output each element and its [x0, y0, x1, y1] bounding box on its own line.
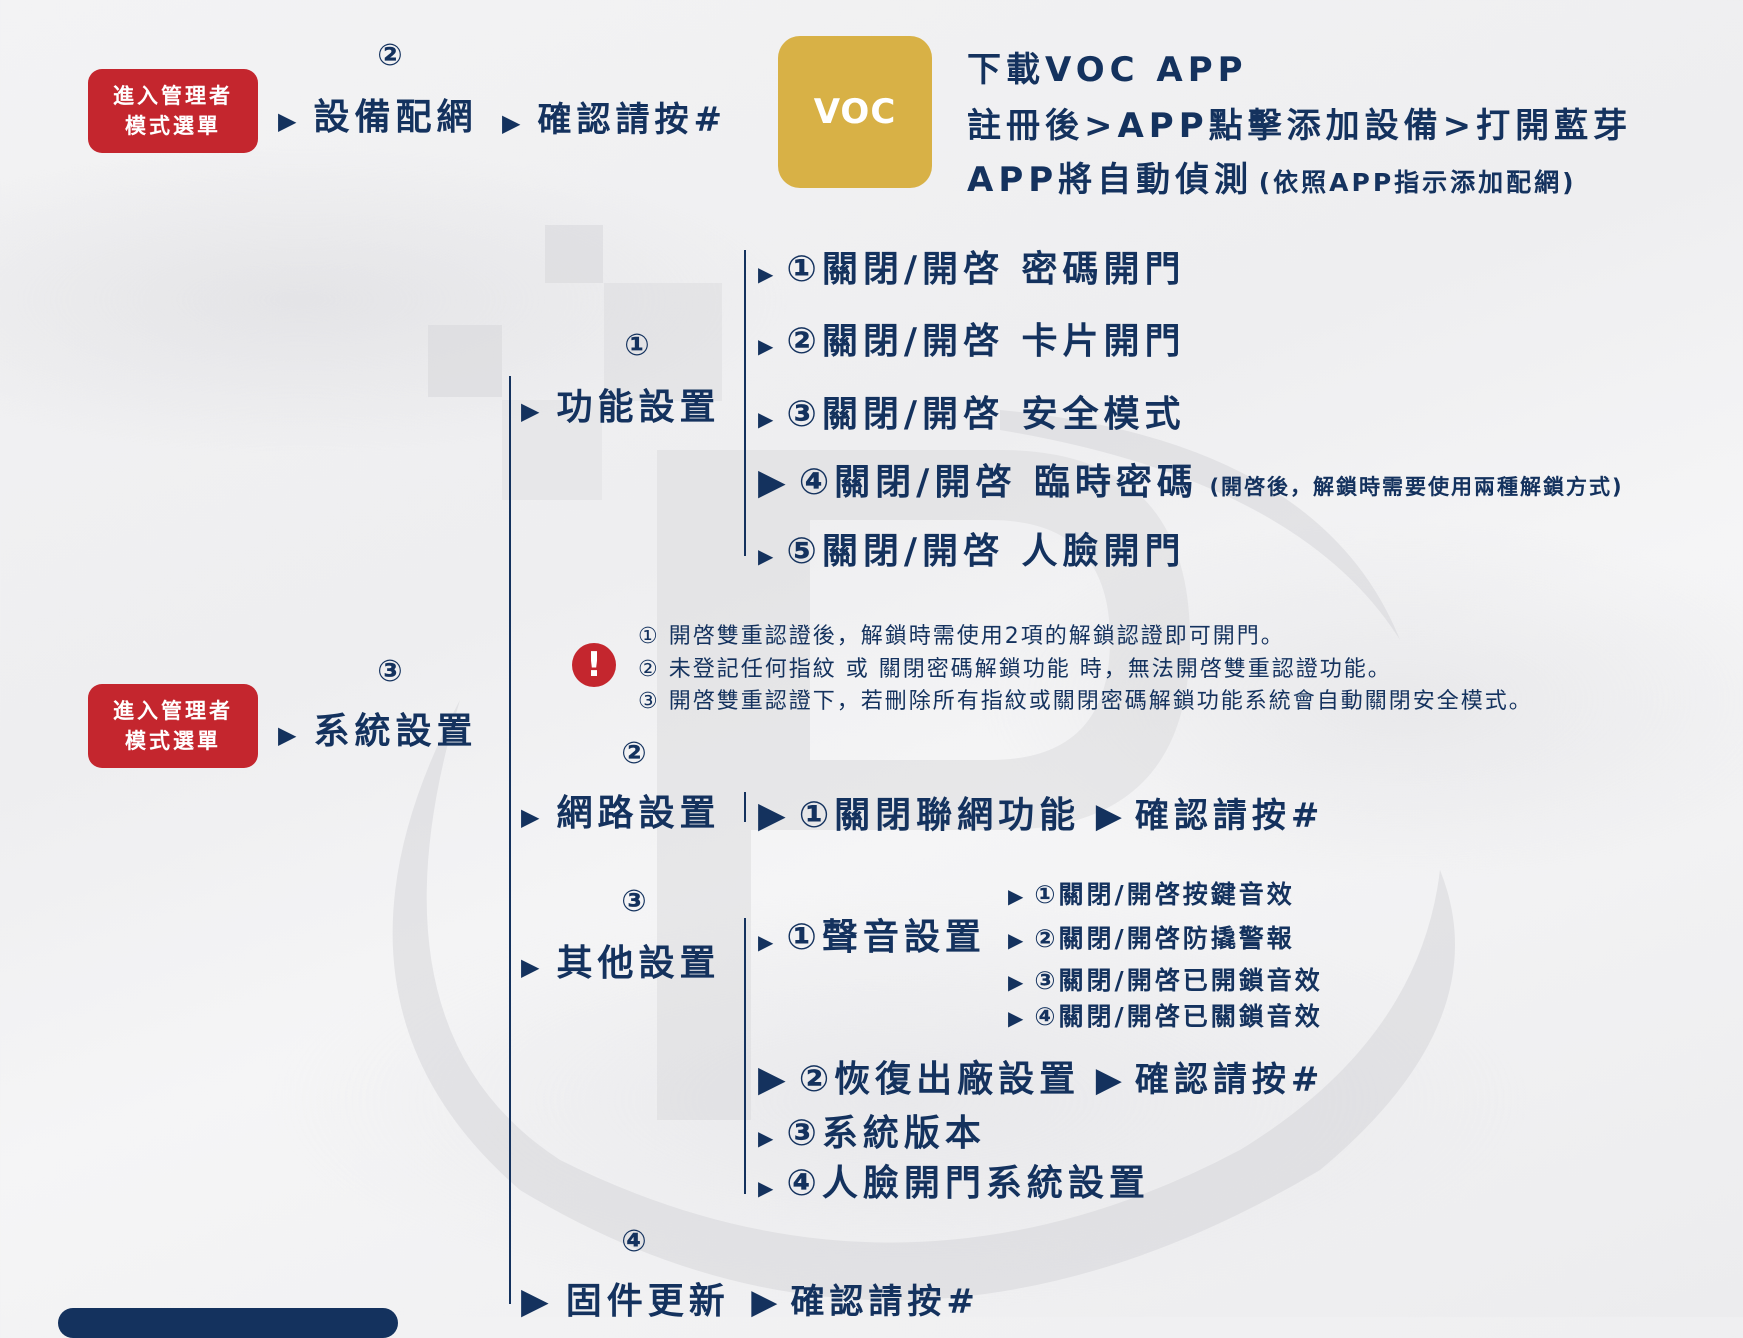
- face-system-item: ▶ ④人臉開門系統設置: [758, 1154, 1150, 1206]
- sound-item-label: ②關閉/開啓防撬警報: [1034, 924, 1295, 953]
- function-item-label: ④關閉/開啓 臨時密碼: [798, 462, 1198, 503]
- step-number: ④: [621, 1224, 647, 1259]
- arrow-right-icon: ▶: [758, 1176, 779, 1200]
- voc-app-icon: VOC: [778, 36, 932, 188]
- badge-line-1: 進入管理者: [113, 84, 233, 108]
- arrow-right-icon: ▶: [758, 334, 779, 358]
- app-line-3-text: APP將自動偵測: [967, 160, 1254, 200]
- device-network-item: ▶ 設備配網: [278, 88, 477, 140]
- arrow-right-icon: ▶: [1095, 1060, 1127, 1100]
- factory-reset-label: ②恢復出廠設置: [798, 1059, 1081, 1100]
- other-settings-label: 其他設置: [556, 943, 721, 984]
- sound-item-label: ③關閉/開啓已開鎖音效: [1034, 966, 1323, 995]
- function-item: ▶ ②關閉/開啓 卡片開門: [758, 312, 1186, 364]
- function-item: ▶ ⑤關閉/開啓 人臉開門: [758, 522, 1186, 574]
- tree-line-other: [744, 918, 746, 1194]
- network-item-label: ①關閉聯網功能: [798, 795, 1081, 836]
- system-settings-item: ▶ 系統設置: [278, 702, 477, 754]
- arrow-right-icon: ▶: [758, 407, 779, 431]
- arrow-right-icon: ▶: [758, 1059, 791, 1100]
- function-item-label: ⑤關閉/開啓 人臉開門: [786, 531, 1186, 572]
- sound-settings-item: ▶ ①聲音設置: [758, 908, 986, 960]
- arrow-right-icon: ▶: [521, 803, 545, 831]
- arrow-right-icon: ▶: [1095, 796, 1127, 836]
- arrow-right-icon: ▶: [502, 109, 526, 137]
- warning-line: ③ 開啓雙重認證下，若刪除所有指紋或關閉密碼解鎖功能系統會自動關閉安全模式。: [638, 689, 1533, 714]
- arrow-right-icon: ▶: [758, 1126, 779, 1150]
- step-number: ①: [624, 328, 650, 363]
- function-settings-label: 功能設置: [556, 387, 721, 428]
- step-number: ②: [621, 736, 647, 771]
- arrow-right-icon: ▶: [521, 397, 545, 425]
- function-item-note: (開啓後，解鎖時需要使用兩種解鎖方式): [1209, 475, 1624, 499]
- arrow-right-icon: ▶: [278, 107, 302, 135]
- confirm-label: 確認請按#: [790, 1282, 980, 1322]
- arrow-right-icon: ▶: [1008, 928, 1027, 952]
- sound-item: ▶ ③關閉/開啓已開鎖音效: [1008, 961, 1323, 997]
- step-number: ②: [377, 38, 403, 73]
- arrow-right-icon: ▶: [758, 930, 779, 954]
- arrow-right-icon: ▶: [1008, 970, 1027, 994]
- factory-reset-item: ▶②恢復出廠設置 ▶確認請按#: [758, 1050, 1324, 1102]
- other-settings-item: ▶ 其他設置: [521, 934, 720, 986]
- firmware-update-item: ▶固件更新 ▶確認請按#: [521, 1272, 980, 1324]
- arrow-right-icon: ▶: [758, 462, 791, 503]
- network-item: ▶①關閉聯網功能 ▶確認請按#: [758, 786, 1324, 838]
- arrow-right-icon: ▶: [278, 721, 302, 749]
- sound-item-label: ④關閉/開啓已關鎖音效: [1034, 1002, 1323, 1031]
- arrow-right-icon: ▶: [521, 1281, 554, 1322]
- app-line-3: APP將自動偵測 (依照APP指示添加配網): [967, 152, 1577, 201]
- confirm-label: 確認請按#: [1134, 796, 1325, 836]
- confirm-label: 確認請按#: [1134, 1060, 1325, 1100]
- face-system-label: ④人臉開門系統設置: [786, 1163, 1150, 1204]
- app-line-1: 下載VOC APP: [967, 50, 1248, 90]
- warning-line: ① 開啓雙重認證後，解鎖時需使用2項的解鎖認證即可開門。: [638, 624, 1285, 649]
- network-settings-label: 網路設置: [556, 793, 721, 834]
- arrow-right-icon: ▶: [521, 953, 545, 981]
- badge-line-2: 模式選單: [125, 729, 221, 753]
- step-number: ③: [377, 654, 403, 689]
- arrow-right-icon: ▶: [1008, 884, 1027, 908]
- firmware-update-label: 固件更新: [565, 1281, 730, 1322]
- sound-settings-label: ①聲音設置: [786, 917, 986, 958]
- admin-menu-badge-top: 進入管理者 模式選單: [88, 69, 258, 153]
- app-line-3-note: (依照APP指示添加配網): [1258, 168, 1577, 197]
- tree-line-function: [744, 250, 746, 556]
- function-item: ▶ ③關閉/開啓 安全模式: [758, 385, 1186, 437]
- sound-item-label: ①關閉/開啓按鍵音效: [1034, 880, 1295, 909]
- tree-line-network: [744, 792, 746, 822]
- arrow-right-icon: ▶: [758, 544, 779, 568]
- function-item: ▶④關閉/開啓 臨時密碼 (開啓後，解鎖時需要使用兩種解鎖方式): [758, 453, 1624, 505]
- function-item-label: ①關閉/開啓 密碼開門: [786, 249, 1186, 290]
- warning-icon: !: [572, 643, 616, 687]
- badge-line-1: 進入管理者: [113, 699, 233, 723]
- function-item-label: ②關閉/開啓 卡片開門: [786, 321, 1186, 362]
- function-settings-item: ▶ 功能設置: [521, 378, 720, 430]
- arrow-right-icon: ▶: [751, 1282, 783, 1322]
- app-line-2: 註冊後>APP點擊添加設備>打開藍芽: [967, 106, 1633, 146]
- arrow-right-icon: ▶: [758, 262, 779, 286]
- badge-line-2: 模式選單: [125, 114, 221, 138]
- system-version-label: ③系統版本: [786, 1113, 986, 1154]
- function-item-label: ③關閉/開啓 安全模式: [786, 394, 1186, 435]
- device-network-label: 設備配網: [313, 97, 478, 138]
- footer-bar: [58, 1308, 398, 1338]
- arrow-right-icon: ▶: [1008, 1006, 1027, 1030]
- system-version-item: ▶ ③系統版本: [758, 1104, 986, 1156]
- system-settings-label: 系統設置: [313, 711, 478, 752]
- tree-line-main: [509, 376, 511, 1304]
- confirm-text: ▶ 確認請按#: [502, 92, 727, 141]
- sound-item: ▶ ①關閉/開啓按鍵音效: [1008, 875, 1295, 911]
- admin-menu-badge-system: 進入管理者 模式選單: [88, 684, 258, 768]
- sound-item: ▶ ④關閉/開啓已關鎖音效: [1008, 997, 1323, 1033]
- arrow-right-icon: ▶: [758, 795, 791, 836]
- step-number: ③: [621, 884, 647, 919]
- network-settings-item: ▶ 網路設置: [521, 784, 720, 836]
- warning-line: ② 未登記任何指紋 或 關閉密碼解鎖功能 時，無法開啓雙重認證功能。: [638, 657, 1392, 682]
- sound-item: ▶ ②關閉/開啓防撬警報: [1008, 919, 1295, 955]
- function-item: ▶ ①關閉/開啓 密碼開門: [758, 240, 1186, 292]
- confirm-label: 確認請按#: [537, 100, 727, 140]
